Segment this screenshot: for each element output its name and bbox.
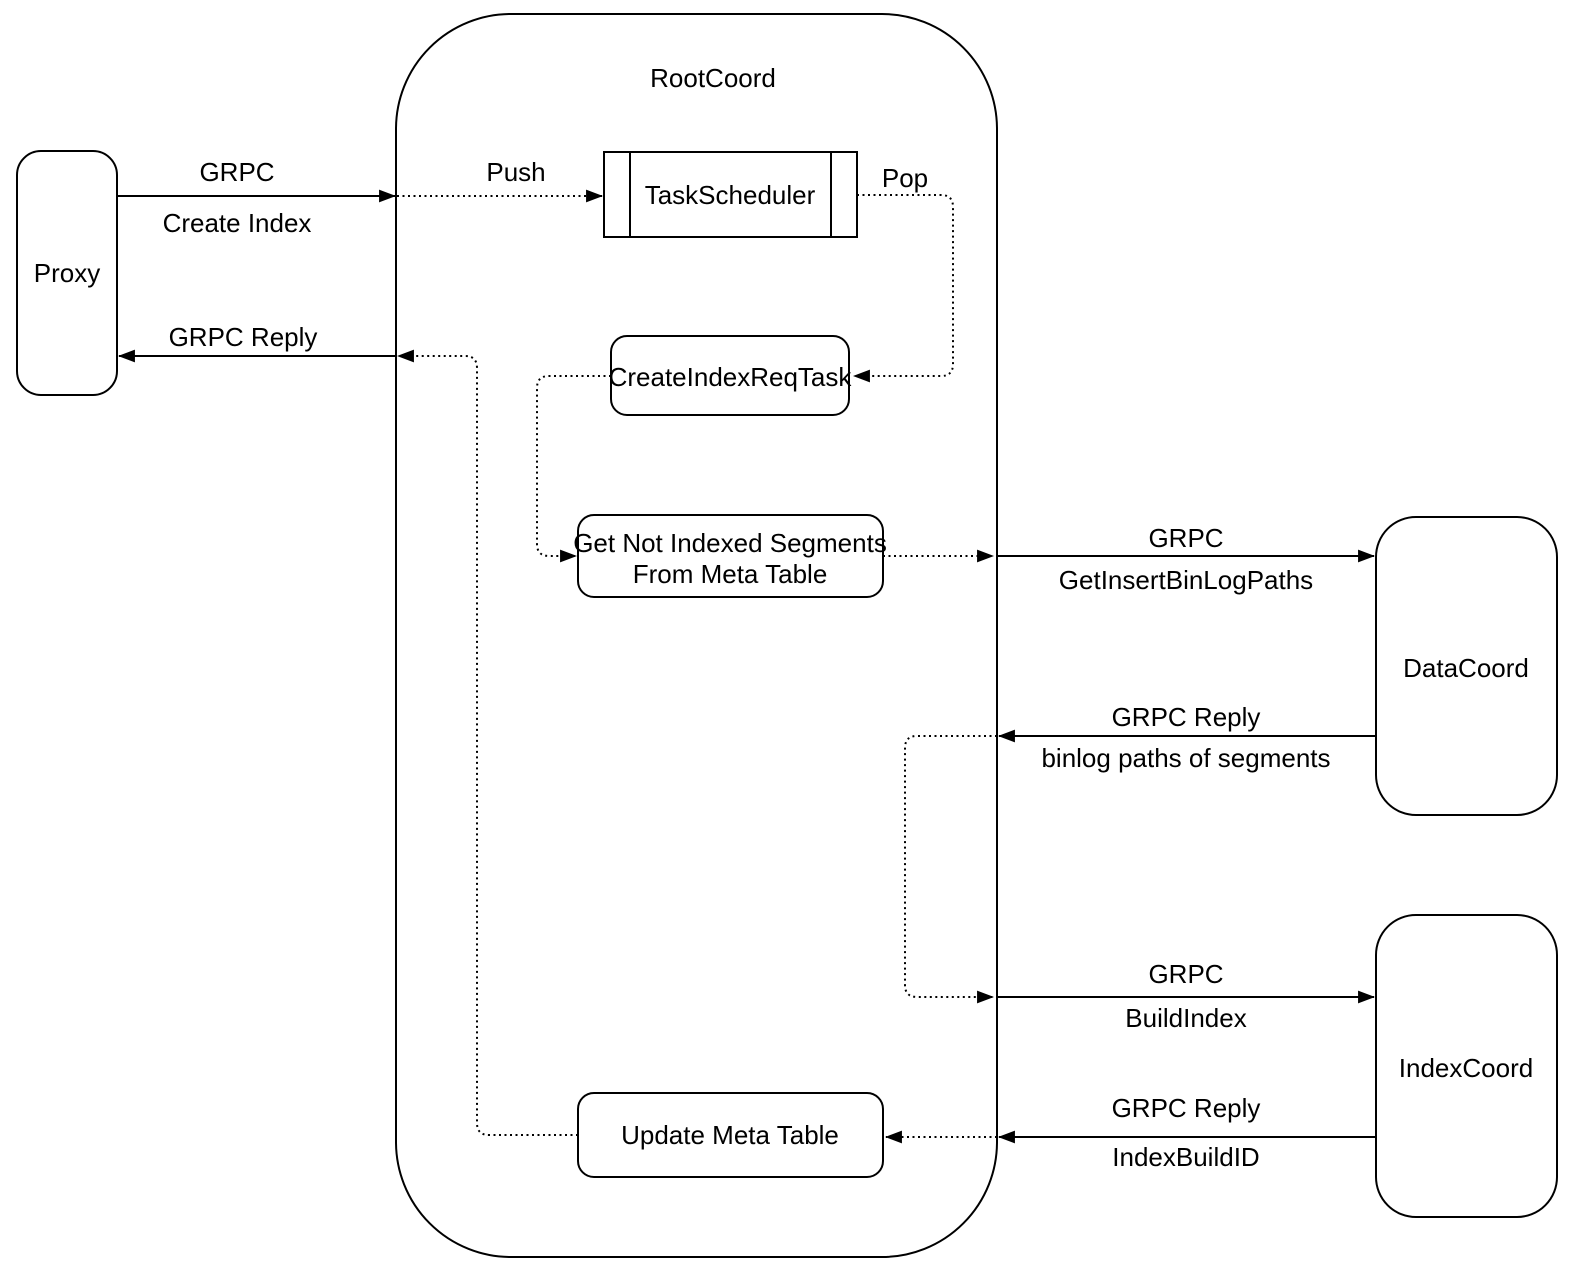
- edge-label-binlog-reply-method: binlog paths of segments: [1041, 743, 1330, 773]
- node-get-not-indexed-segments-line2: From Meta Table: [633, 559, 828, 589]
- edge-label-pop: Pop: [882, 163, 928, 193]
- node-create-index-req-task-label: CreateIndexReqTask: [609, 362, 853, 392]
- node-index-coord: [1375, 914, 1558, 1218]
- node-task-scheduler: [603, 151, 858, 238]
- edge-update-meta-to-border-loop: [396, 349, 578, 1136]
- edge-label-push: Push: [486, 157, 545, 187]
- node-proxy: [16, 150, 118, 396]
- node-create-index-req-task: [610, 335, 850, 416]
- edge-label-build-index-protocol: GRPC: [1148, 959, 1223, 989]
- edge-label-get-insert-binlog-method: GetInsertBinLogPaths: [1059, 565, 1313, 595]
- edge-label-build-index-method: BuildIndex: [1125, 1003, 1246, 1033]
- node-update-meta-table-label: Update Meta Table: [621, 1120, 839, 1150]
- node-data-coord: [1375, 516, 1558, 816]
- edge-req-task-to-get-segments: [536, 375, 611, 563]
- edge-label-reply-to-proxy: GRPC Reply: [169, 322, 318, 352]
- node-update-meta-table: [577, 1092, 884, 1178]
- edge-label-create-index-method: Create Index: [163, 208, 312, 238]
- node-proxy-label: Proxy: [34, 258, 100, 288]
- node-task-scheduler-label: TaskScheduler: [645, 180, 816, 210]
- edge-label-index-build-id-protocol: GRPC Reply: [1112, 1093, 1261, 1123]
- node-data-coord-label: DataCoord: [1403, 653, 1529, 683]
- edge-label-index-build-id-method: IndexBuildID: [1112, 1142, 1259, 1172]
- edge-label-create-index-protocol: GRPC: [199, 157, 274, 187]
- rootcoord-container: [395, 13, 998, 1258]
- rootcoord-title: RootCoord: [650, 63, 776, 93]
- edge-label-get-insert-binlog-protocol: GRPC: [1148, 523, 1223, 553]
- node-get-not-indexed-segments: [577, 514, 884, 598]
- edge-label-binlog-reply-protocol: GRPC Reply: [1112, 702, 1261, 732]
- node-index-coord-label: IndexCoord: [1399, 1053, 1533, 1083]
- edge-pop: [852, 194, 954, 383]
- node-get-not-indexed-segments-line1: Get Not Indexed Segments: [573, 528, 887, 558]
